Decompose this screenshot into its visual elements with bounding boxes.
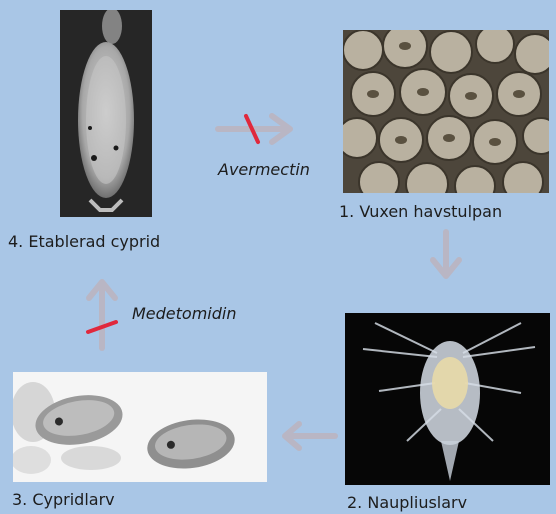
nauplius-photo xyxy=(345,313,550,485)
arrow-cyprid-to-settled xyxy=(82,276,122,352)
arrow-adult-to-nauplius xyxy=(426,228,466,282)
arrow-settled-to-adult xyxy=(214,110,300,150)
settled-cyprid-label: 4. Etablerad cyprid xyxy=(8,232,160,251)
arrow-nauplius-to-cyprid xyxy=(279,418,339,454)
medetomidin-label: Medetomidin xyxy=(132,304,236,323)
avermectin-label: Avermectin xyxy=(218,160,310,179)
cyprid-larva-photo xyxy=(13,372,267,482)
cyprid-larva-label: 3. Cypridlarv xyxy=(12,490,115,509)
settled-cyprid-photo xyxy=(60,10,152,217)
adult-barnacle-photo xyxy=(343,30,549,193)
nauplius-label: 2. Naupliuslarv xyxy=(347,493,467,512)
adult-barnacle-label: 1. Vuxen havstulpan xyxy=(339,202,502,221)
